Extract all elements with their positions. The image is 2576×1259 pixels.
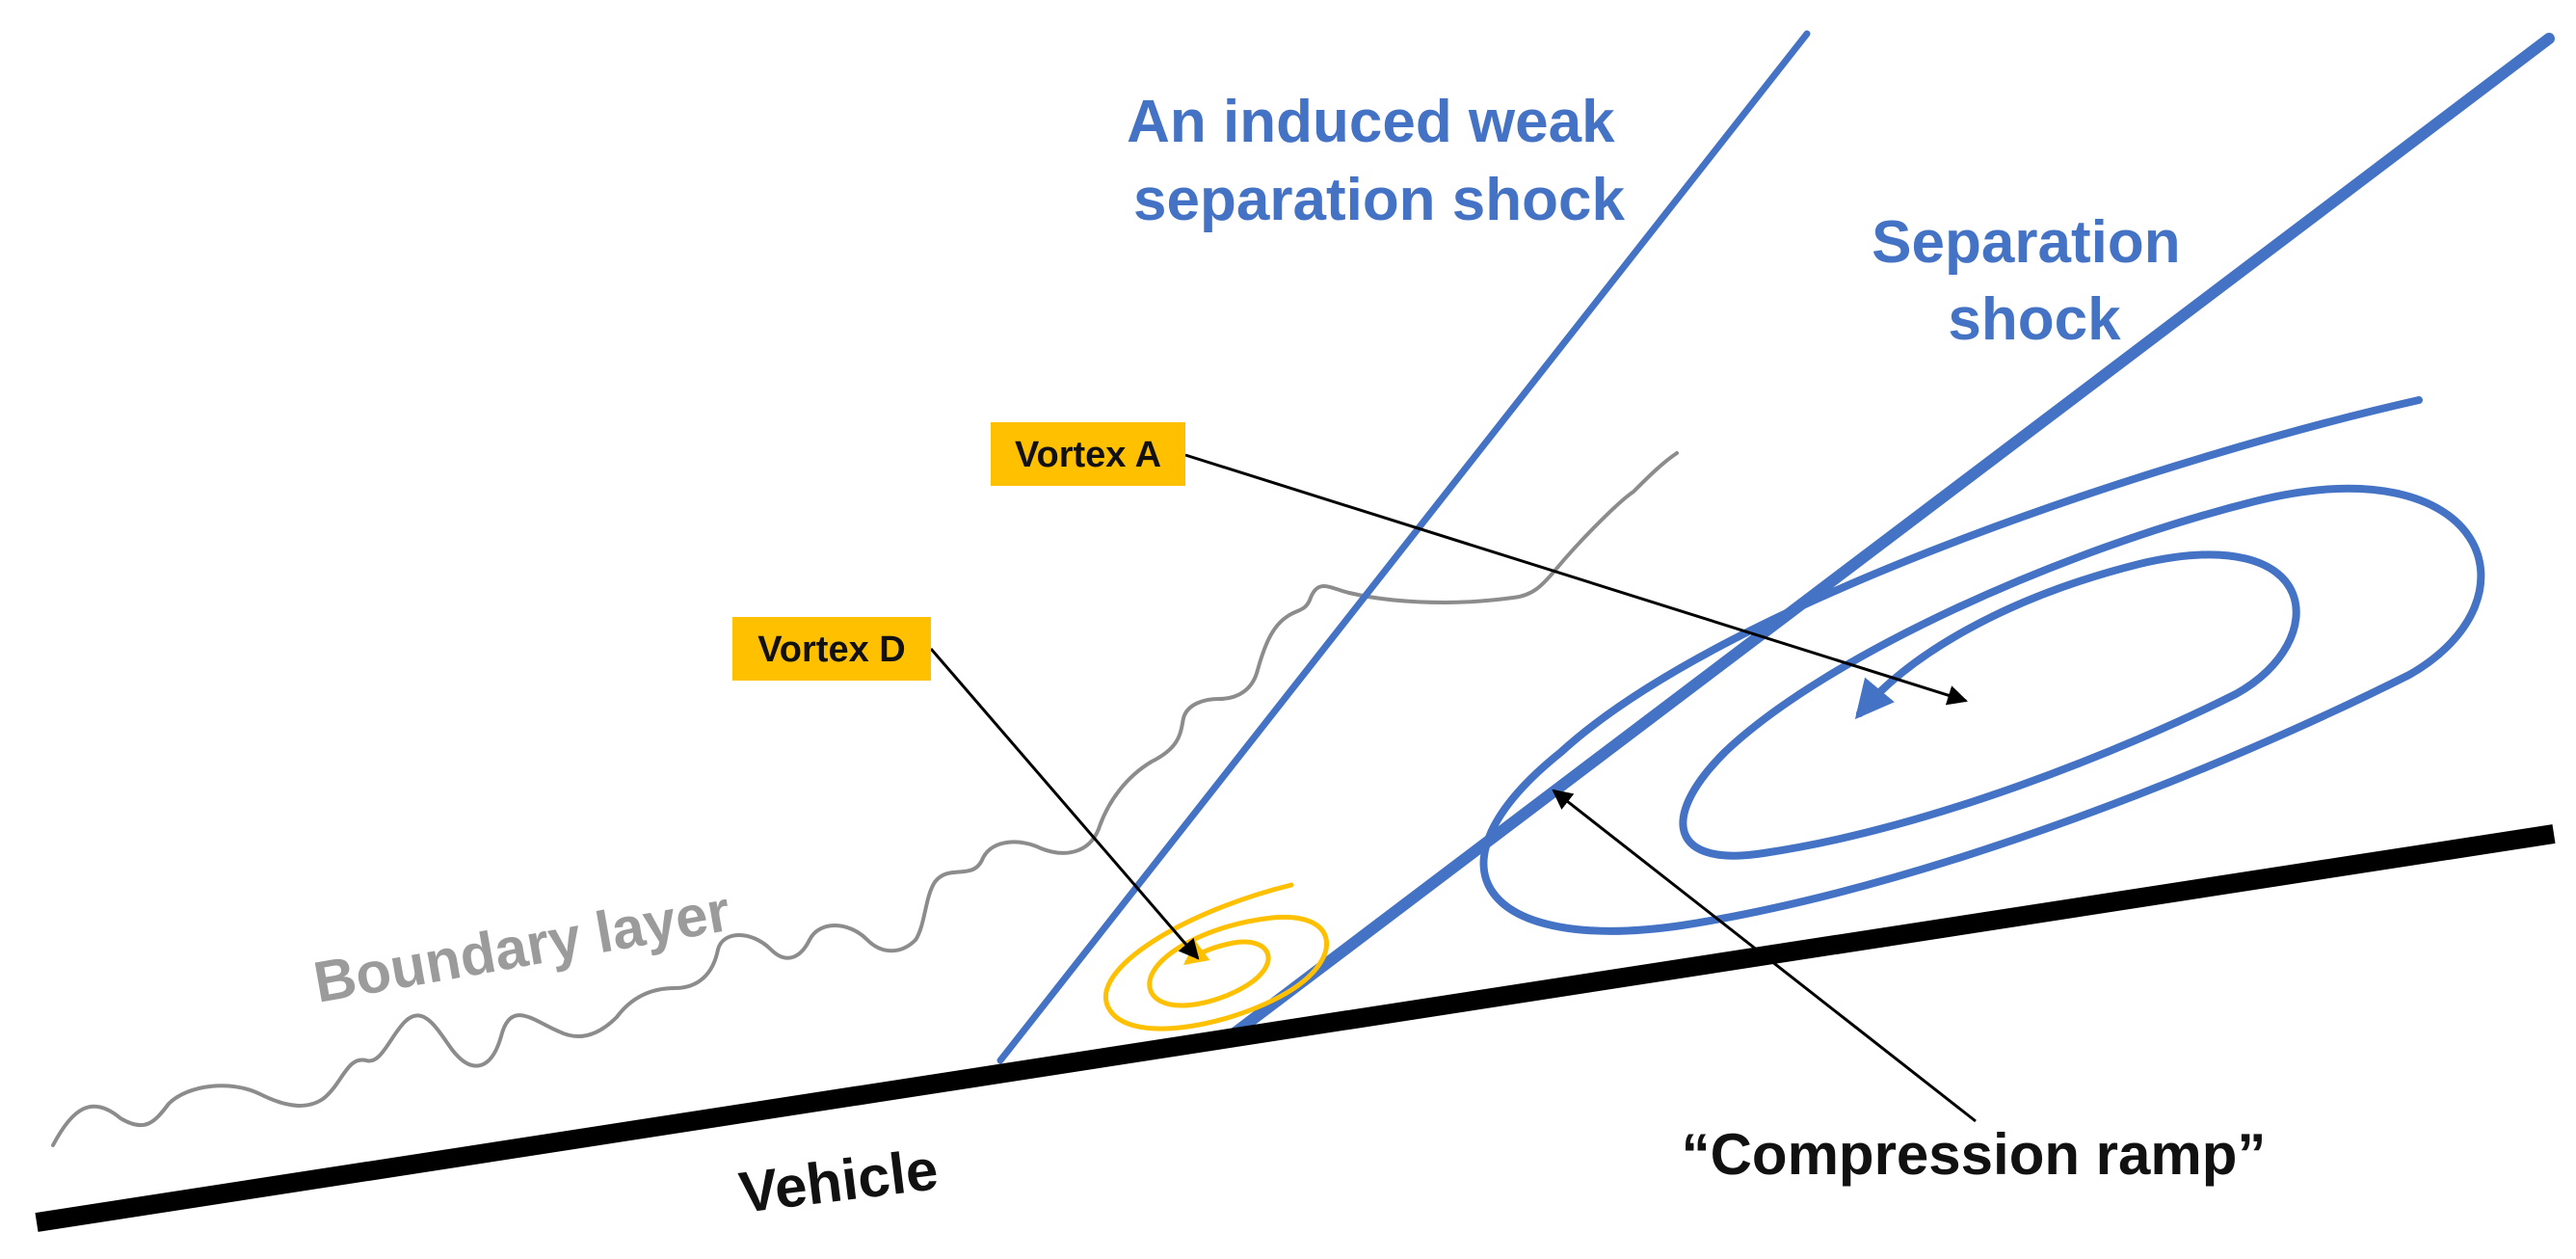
boundary-layer-label: Boundary layer	[309, 878, 735, 1015]
vortex-a-leader-arrow	[1184, 453, 1969, 706]
vortex-a-tag-background	[991, 422, 1185, 486]
vortex-d-label: Vortex D	[757, 630, 905, 670]
compression-ramp-leader-arrow	[1552, 789, 1977, 1123]
weak-separation-shock-line	[996, 30, 1811, 1064]
boundary-layer-line	[51, 451, 1679, 1147]
vortex-a-label: Vortex A	[1015, 435, 1161, 475]
vortex-d-tag-background	[732, 617, 931, 681]
vortex-d-tag: Vortex D	[732, 617, 931, 681]
vortex-a-tag: Vortex A	[991, 422, 1185, 486]
compression-ramp-label: “Compression ramp”	[1682, 1122, 2267, 1187]
separation-shock-line	[1218, 33, 2555, 1047]
weak-shock-label-line-2: separation shock	[1133, 167, 1625, 233]
vortex-a-spiral	[1479, 396, 2485, 935]
vortex-d-leader-arrow	[929, 648, 1200, 960]
vehicle-label: Vehicle	[735, 1137, 941, 1225]
separation-shock-label-line-1: Separation	[1872, 209, 2180, 276]
separation-shock-label-line-2: shock	[1948, 286, 2121, 353]
separation-shock-label: Separation shock	[1872, 209, 2197, 353]
weak-shock-label-line-1: An induced weak	[1127, 89, 1615, 155]
vehicle-surface	[35, 824, 2556, 1232]
vortex-d-spiral	[1103, 882, 1329, 1031]
weak-shock-label: An induced weak separation shock	[1127, 89, 1632, 233]
